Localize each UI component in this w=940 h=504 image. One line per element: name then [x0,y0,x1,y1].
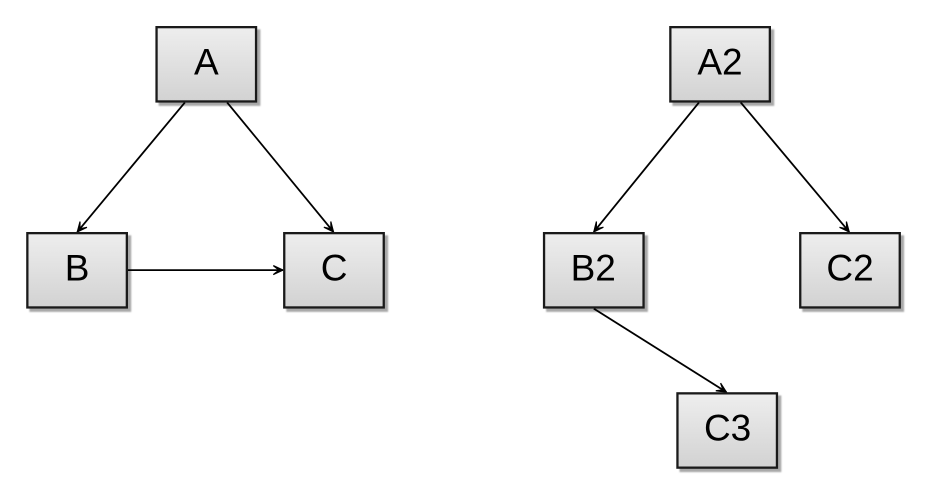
svg-text:B: B [65,248,90,289]
svg-text:A: A [194,42,219,83]
svg-text:C: C [321,248,348,289]
svg-text:A2: A2 [697,42,742,83]
svg-text:C2: C2 [826,248,873,289]
svg-text:B2: B2 [571,248,616,289]
svg-text:C3: C3 [704,408,751,449]
